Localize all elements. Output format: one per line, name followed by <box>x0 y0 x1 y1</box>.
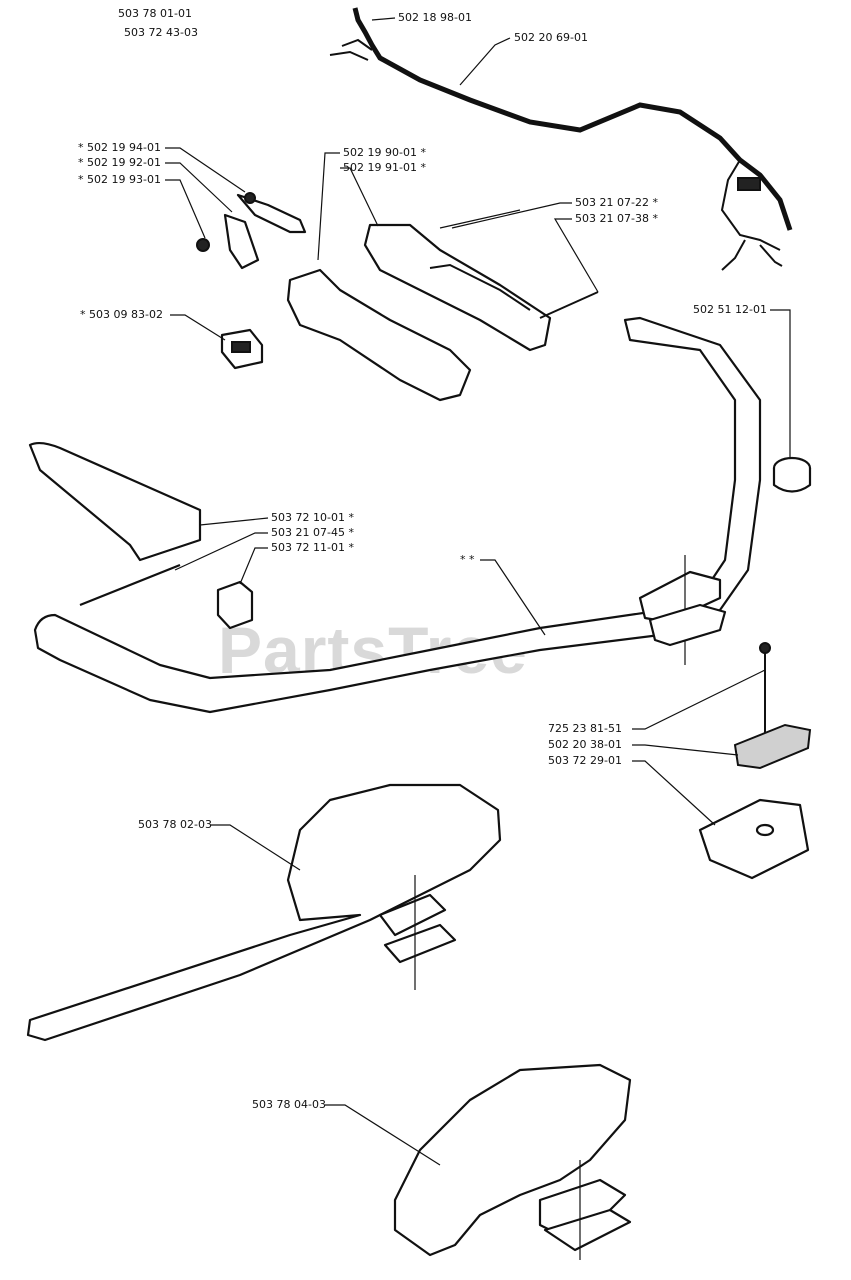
part-label: * 502 19 93-01 <box>78 173 161 186</box>
part-label: 503 78 02-03 <box>138 818 212 831</box>
part-label: * * <box>460 553 475 566</box>
header-part-number-2: 503 72 43-03 <box>124 26 198 39</box>
part-label: 502 19 91-01 * <box>343 161 426 174</box>
cable-harness <box>329 7 793 271</box>
part-label: 502 19 90-01 * <box>343 146 426 159</box>
handle-housing <box>286 209 599 402</box>
part-label: * 502 19 92-01 <box>78 156 161 169</box>
part-label: 502 20 38-01 <box>548 738 622 751</box>
part-label: 503 72 10-01 * <box>271 511 354 524</box>
switch-parts <box>196 192 307 270</box>
part-label: 502 20 69-01 <box>514 31 588 44</box>
part-label: 502 51 12-01 <box>693 303 767 316</box>
part-label: * 502 19 94-01 <box>78 141 161 154</box>
loop-handle-2 <box>393 1063 632 1260</box>
leader-lines <box>165 17 791 1166</box>
part-label: * 503 09 83-02 <box>80 308 163 321</box>
part-label: 503 72 11-01 * <box>271 541 354 554</box>
part-label: 503 21 07-22 * <box>575 196 658 209</box>
part-label: 725 23 81-51 <box>548 722 622 735</box>
part-label: 503 78 04-03 <box>252 1098 326 1111</box>
cap-part <box>772 456 812 493</box>
part-label: 502 18 98-01 <box>398 11 472 24</box>
clamp-assembly <box>698 642 812 880</box>
part-label: 503 72 29-01 <box>548 754 622 767</box>
loop-handle-1 <box>26 783 502 1042</box>
small-block <box>220 328 264 370</box>
part-label: 503 21 07-38 * <box>575 212 658 225</box>
header-part-number-1: 503 78 01-01 <box>118 7 192 20</box>
part-label: 503 21 07-45 * <box>271 526 354 539</box>
main-handlebar <box>28 316 762 714</box>
